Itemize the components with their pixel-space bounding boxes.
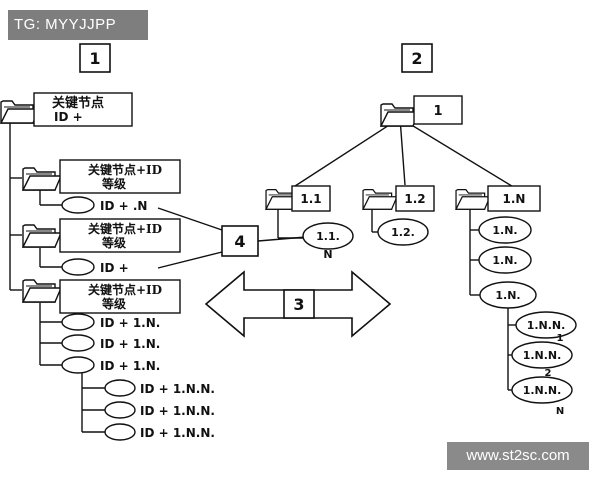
leaf-ellipse — [104, 379, 136, 397]
leaf-ellipse — [61, 196, 95, 214]
leaf-ellipse — [479, 281, 537, 309]
label-box-3 — [283, 289, 315, 319]
child-node-level: 等级 — [101, 296, 126, 311]
leaf-label: 2 — [545, 368, 552, 379]
folder-icon — [380, 103, 420, 127]
leaf-ellipse — [478, 216, 532, 244]
leaf-ellipse — [61, 356, 95, 374]
label-1: 1 — [89, 49, 100, 68]
leaf-label: ID + 1.N.N. — [140, 404, 215, 418]
leaf-ellipse — [511, 341, 573, 369]
key-node-id: ID + — [54, 110, 83, 124]
node-label: 1.2 — [404, 192, 425, 206]
leaf-ellipse — [61, 334, 95, 352]
leaf-label: N — [556, 406, 564, 417]
leaf-label: ID + — [100, 261, 129, 275]
folder-icon — [22, 224, 62, 248]
child-node-box-3 — [59, 279, 181, 314]
leaf-ellipse — [478, 246, 532, 274]
leaf-label: 1.N. — [492, 224, 517, 237]
folder-icon — [362, 188, 398, 210]
leaf-label: 1 — [557, 333, 564, 344]
node-box-1-1 — [291, 185, 331, 212]
watermark-bottom: www.st2sc.com — [447, 442, 589, 470]
child-node-level: 等级 — [101, 176, 126, 191]
child-node-label: 关键节点+ID — [88, 282, 162, 297]
child-node-label: 关键节点+ID — [88, 162, 162, 177]
label-box-1 — [79, 43, 111, 73]
label-box-2 — [401, 43, 433, 73]
leaf-ellipse — [302, 222, 354, 250]
leaf-label: ID + 1.N.N. — [140, 382, 215, 396]
child-node-label: 关键节点+ID — [88, 221, 162, 236]
leaf-ellipse — [61, 313, 95, 331]
leaf-label: 1.N.N. — [523, 384, 562, 397]
key-node-box — [33, 92, 133, 127]
leaf-label: 1.N.N. — [523, 349, 562, 362]
child-node-level: 等级 — [101, 235, 126, 250]
leaf-label: ID + 1.N. — [100, 359, 160, 373]
leaf-label: ID + 1.N.N. — [140, 426, 215, 440]
leaf-label: 1.2. — [391, 226, 415, 239]
leaf-label: 1.N.N. — [527, 319, 566, 332]
leaf-ellipse — [515, 311, 577, 339]
key-node-label: 关键节点 — [52, 95, 104, 111]
label-3: 3 — [293, 295, 304, 314]
leaf-label: ID + 1.N. — [100, 316, 160, 330]
child-node-box-1 — [59, 159, 181, 194]
leaf-ellipse — [61, 258, 95, 276]
label-4: 4 — [234, 232, 245, 251]
node-label: 1.N — [503, 192, 526, 206]
node-box-1-n — [487, 185, 541, 212]
root-label: 1 — [433, 104, 442, 119]
leaf-ellipse — [377, 218, 429, 246]
right-tree-lines — [277, 117, 518, 391]
leaf-label: 1.N. — [492, 254, 517, 267]
left-tree-lines — [9, 120, 319, 433]
leaf-ellipse — [104, 401, 136, 419]
leaf-label: 1.1. — [316, 230, 340, 243]
node-box-1-2 — [395, 185, 435, 212]
folder-icon — [455, 188, 491, 210]
leaf-ellipse — [511, 376, 573, 404]
folder-icon — [22, 167, 62, 191]
watermark-top: TG: MYYJJPP — [8, 10, 148, 40]
folder-icon — [22, 279, 62, 303]
leaf-label: 1.N. — [495, 289, 520, 302]
leaf-label: ID + 1.N. — [100, 337, 160, 351]
leaf-ellipse — [104, 423, 136, 441]
leaf-label: N — [323, 248, 332, 261]
root-box — [413, 95, 463, 125]
label-2: 2 — [411, 49, 422, 68]
leaf-label: ID + .N — [100, 199, 147, 213]
node-label: 1.1 — [300, 192, 321, 206]
label-box-4 — [221, 225, 259, 257]
child-node-box-2 — [59, 218, 181, 253]
